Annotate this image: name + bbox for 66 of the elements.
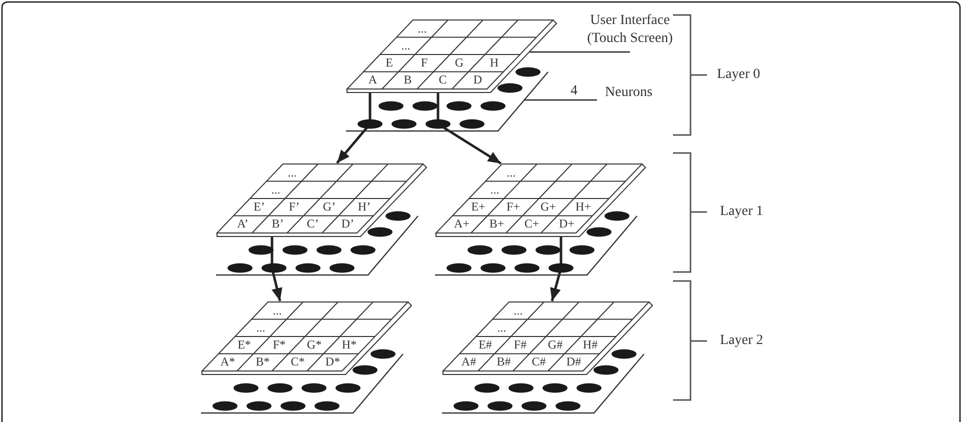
key-label: A+ bbox=[454, 218, 470, 231]
key-label: ... bbox=[490, 183, 500, 196]
key-label: H* bbox=[342, 338, 357, 352]
key-label: B# bbox=[496, 356, 511, 369]
annotation-label: User Interface (Touch Screen) bbox=[580, 12, 680, 52]
arrow bbox=[550, 236, 562, 302]
key-label: D’ bbox=[341, 218, 354, 231]
key-label: C* bbox=[290, 356, 305, 369]
key-label: ... bbox=[271, 183, 280, 196]
key-label: F’ bbox=[288, 200, 300, 214]
key-label: H+ bbox=[576, 200, 591, 214]
arrow bbox=[336, 92, 372, 164]
network-layer bbox=[440, 300, 654, 415]
network-layer bbox=[344, 18, 558, 133]
network-layer bbox=[199, 300, 414, 415]
key-label: B* bbox=[256, 356, 270, 369]
key-label: E bbox=[386, 56, 393, 70]
key-label: C+ bbox=[524, 218, 540, 231]
key-label: F+ bbox=[506, 200, 520, 214]
key-label: H bbox=[490, 56, 499, 70]
leader-line bbox=[529, 51, 630, 53]
arrow bbox=[270, 236, 282, 302]
key-label: A’ bbox=[237, 218, 248, 231]
key-label: H# bbox=[582, 338, 598, 352]
key-label: A bbox=[368, 74, 378, 87]
key-label: B+ bbox=[489, 218, 504, 231]
key-label: C bbox=[438, 74, 447, 87]
key-label: F# bbox=[514, 338, 527, 352]
key-label: D bbox=[473, 74, 482, 87]
key-label: C# bbox=[532, 356, 546, 369]
key-label: F* bbox=[272, 338, 286, 352]
key-label: A# bbox=[461, 356, 476, 369]
network-layer bbox=[433, 162, 648, 277]
key-label: D* bbox=[325, 356, 340, 369]
key-label: G* bbox=[306, 338, 322, 352]
annotation-label: Neurons bbox=[597, 84, 663, 102]
key-label: ... bbox=[506, 166, 516, 180]
key-label: ... bbox=[418, 22, 427, 36]
layer-label: Layer 2 bbox=[720, 333, 764, 349]
key-label: E* bbox=[238, 338, 251, 352]
key-label: ... bbox=[514, 304, 523, 318]
key-label: B’ bbox=[272, 218, 284, 231]
key-label: D+ bbox=[559, 218, 574, 231]
arrow bbox=[436, 92, 502, 165]
key-label: G’ bbox=[322, 200, 336, 214]
key-label: H’ bbox=[358, 200, 371, 214]
key-label: C’ bbox=[306, 218, 319, 231]
key-label: ... bbox=[401, 39, 410, 52]
network-layer bbox=[214, 162, 428, 277]
key-label: ... bbox=[256, 321, 266, 334]
key-label: F bbox=[420, 56, 428, 70]
key-label: E’ bbox=[254, 200, 265, 214]
key-label: G bbox=[454, 56, 464, 70]
key-label: B bbox=[404, 74, 412, 87]
key-label: ... bbox=[497, 321, 506, 334]
key-label: A* bbox=[220, 356, 236, 369]
key-label: D# bbox=[566, 356, 582, 369]
leader-line bbox=[524, 99, 597, 101]
key-label: E+ bbox=[471, 200, 486, 214]
key-label: ... bbox=[288, 166, 297, 180]
key-label: G+ bbox=[540, 200, 556, 214]
key-label: E# bbox=[478, 338, 492, 352]
key-label: G# bbox=[548, 338, 563, 352]
key-label: ... bbox=[272, 304, 282, 318]
layer-label: Layer 0 bbox=[717, 67, 760, 83]
layer-label: Layer 1 bbox=[720, 204, 764, 220]
